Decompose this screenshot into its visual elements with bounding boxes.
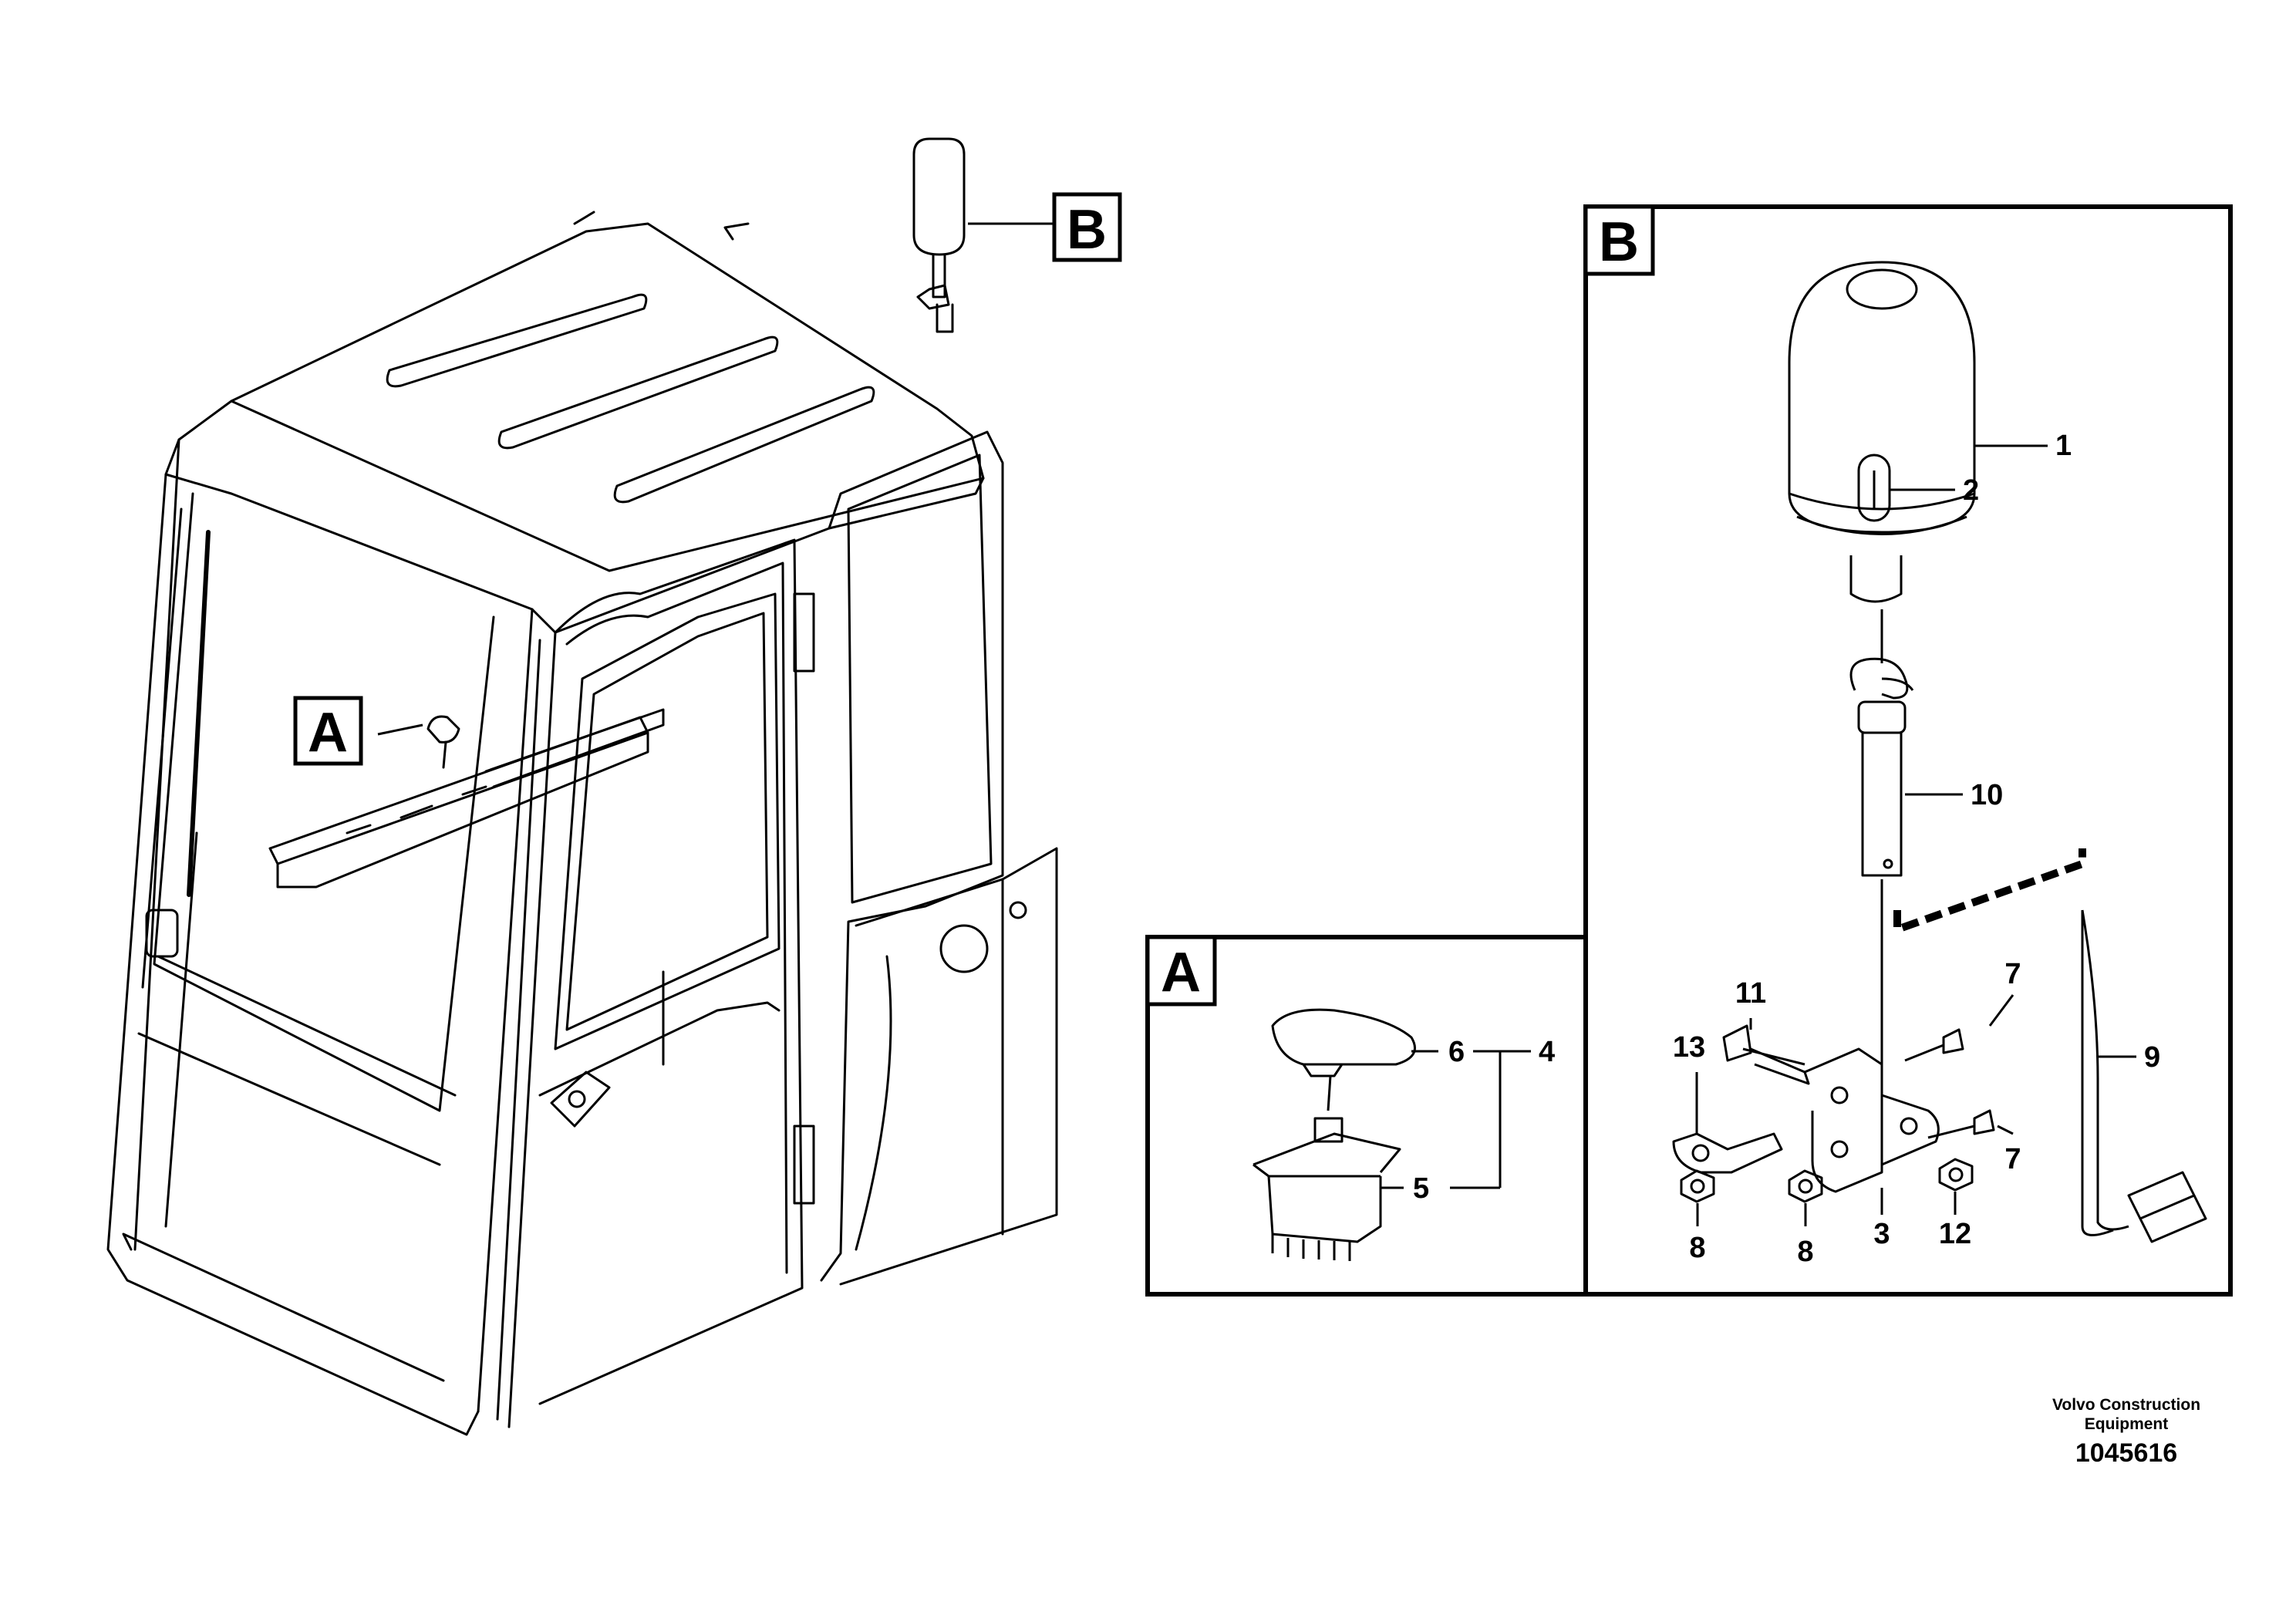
figure-number: 1045616 (2075, 1438, 2177, 1468)
detail-b-tag: B (1599, 211, 1639, 273)
detail-a-tag: A (1161, 942, 1201, 1003)
detail-a-panel: A 6 4 5 (1145, 935, 1588, 1297)
part-label-7-lower: 7 (2004, 1143, 2021, 1175)
callout-a-overview: A (293, 696, 363, 766)
part-label-10: 10 (1971, 779, 2003, 811)
part-label-8-right: 8 (1797, 1236, 1813, 1268)
detail-b-leaders (1695, 444, 2136, 1226)
callout-b-overview: B (1052, 192, 1122, 262)
part-label-13: 13 (1673, 1031, 1705, 1064)
part-label-2: 2 (1963, 474, 1979, 507)
detail-a-leaders (1381, 1050, 1531, 1189)
detail-b-panel: B (1583, 204, 2233, 1297)
maker-line-2: Equipment (2085, 1415, 2169, 1433)
beacon-detail (1672, 261, 2207, 1243)
part-label-8-left: 8 (1689, 1232, 1705, 1264)
part-label-6: 6 (1448, 1036, 1465, 1068)
part-label-5: 5 (1413, 1172, 1429, 1205)
part-label-11: 11 (1735, 977, 1766, 1010)
part-label-7-upper: 7 (2004, 958, 2021, 990)
maker-line-1: Volvo Construction (2052, 1396, 2200, 1414)
part-label-9: 9 (2144, 1041, 2160, 1074)
callout-b-label: B (1067, 199, 1107, 261)
part-label-3: 3 (1873, 1218, 1890, 1250)
cab-illustration (106, 137, 1058, 1436)
callout-leaders (377, 222, 1053, 736)
part-label-12: 12 (1939, 1218, 1971, 1250)
switch-detail (1253, 1008, 1416, 1261)
part-label-1: 1 (2055, 430, 2072, 462)
part-label-4: 4 (1539, 1036, 1555, 1068)
footer: Volvo Construction Equipment 1045616 (2052, 1396, 2200, 1468)
callout-a-label: A (308, 702, 348, 764)
